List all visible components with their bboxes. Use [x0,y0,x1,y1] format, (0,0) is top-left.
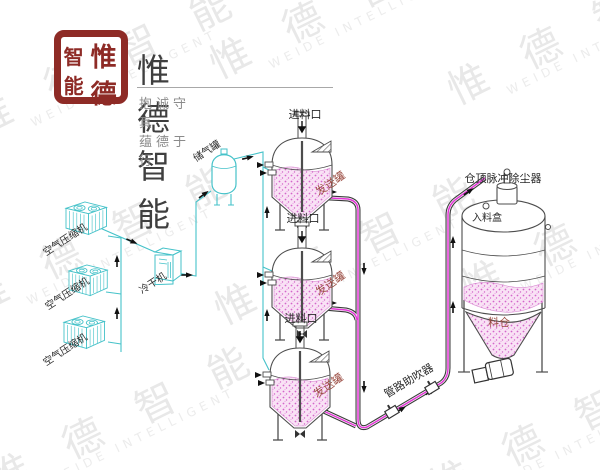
feed-inlet-2-label: 进料口 [287,211,320,225]
air-supply-lines [99,151,273,371]
pipe-booster-device-2 [423,380,441,396]
seal-char: 智 [63,45,84,69]
title-divider [137,87,333,88]
cold-dryer [153,247,183,286]
seal-char: 能 [63,74,84,98]
sending-vessel-3 [253,320,332,442]
feed-inlet-3-label: 进料口 [285,311,318,325]
pulse-dust-collector-device [496,168,518,205]
company-motto: 抱诚守真 蕴德于行 [139,93,190,169]
conveying-pipes [302,175,487,431]
storage-silo [458,168,551,384]
motto-left: 抱诚守真 [139,97,191,131]
silo-label: 料仓 [488,315,510,329]
pipe-booster-label: 管路助吹器 [381,360,435,400]
dust-collector-label: 仓顶脉冲除尘器 [465,171,542,185]
company-seal-logo: 智 能 惟 德 [54,30,128,110]
rotary-discharge-valve [471,357,514,384]
seal-left-column: 智 能 [61,37,86,98]
seal-char: 惟 [90,43,117,73]
seal-right-column: 惟 德 [86,37,121,110]
gas-storage-tank [211,148,237,206]
air-compressor-1-label: 空气压缩机 [41,220,90,258]
company-title: 惟德智能 [137,51,185,234]
feed-box-label: 入料盒 [472,211,502,224]
cold-dryer-label: 冷干机 [137,269,169,296]
motto-right: 蕴德于行 [139,135,191,169]
pipe-booster-device-1 [383,404,401,420]
feed-inlet-1-label: 进料口 [289,107,322,121]
seal-char: 德 [90,80,117,110]
